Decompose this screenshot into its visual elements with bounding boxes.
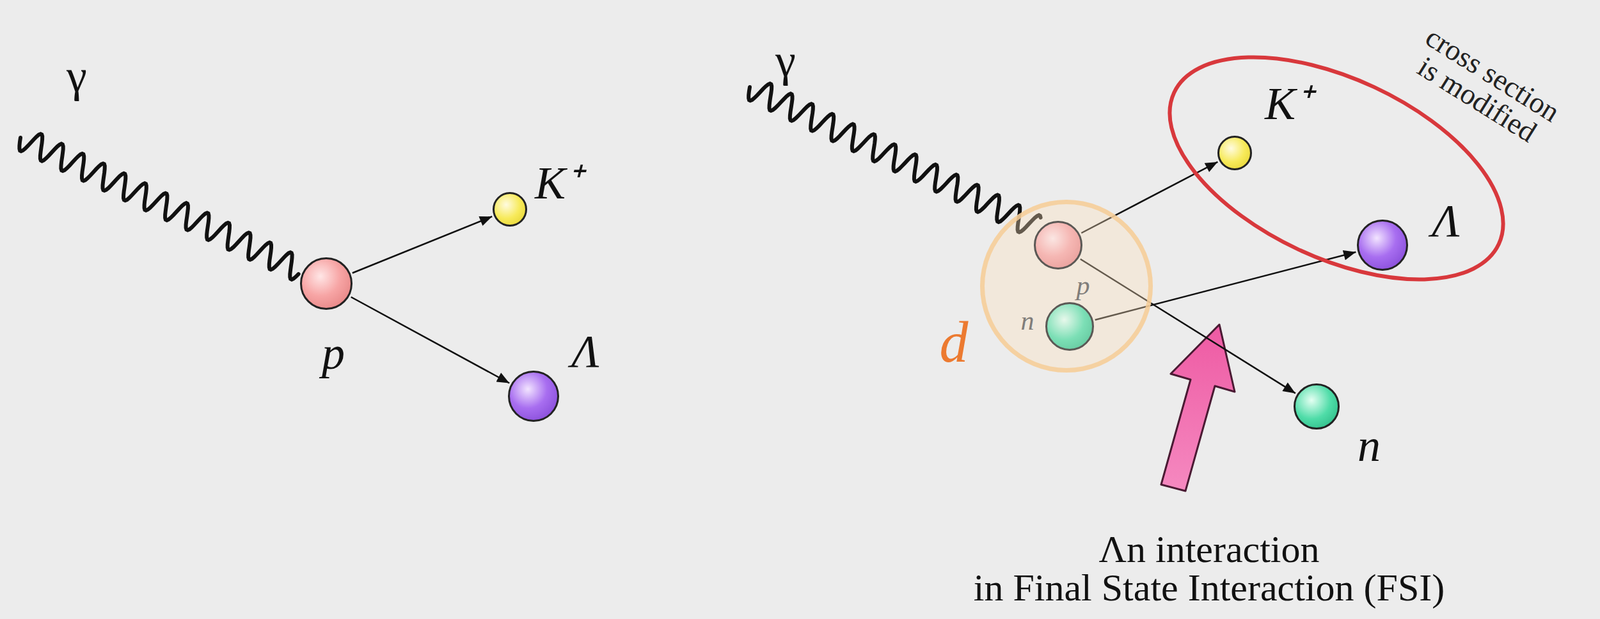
photon-wave [748,83,1041,233]
annotation-text: cross section is modified [1398,17,1571,157]
particle-label: K⁺ [1264,78,1311,130]
particle-label: d [939,310,969,374]
particle-label: Λ [1431,195,1460,247]
particle-label: n [1357,420,1381,471]
particle-circle: n [1293,383,1340,430]
caption-note: Λn interaction [1098,527,1320,571]
particle-label: p [1076,270,1091,301]
particle-circle: n [1045,301,1094,351]
particle-circle: Λ [507,370,560,422]
particle-circle: K⁺ [492,191,528,227]
particle-circle: K⁺ [1217,135,1252,171]
nucleus-ring: dpn [980,199,1153,373]
particle-label: Λ [571,326,600,377]
particle-circle: Λ [1356,219,1409,271]
photon-wave [19,133,299,279]
pointer-arrow [1161,324,1235,491]
particle-circle: p [300,257,353,310]
caption-note: in Final State Interaction (FSI) [973,566,1446,609]
photon-label: γ [775,35,796,87]
particle-label: n [1021,305,1035,336]
highlight-ellipse: cross section is modifiedK⁺Λ [1169,56,1504,280]
reaction-arrow [352,216,492,273]
reaction-arrow [351,296,510,384]
photon-label: γ [66,51,88,102]
particle-label: p [321,328,345,379]
particle-label: K⁺ [534,158,581,209]
particle-circle: p [1033,220,1083,270]
